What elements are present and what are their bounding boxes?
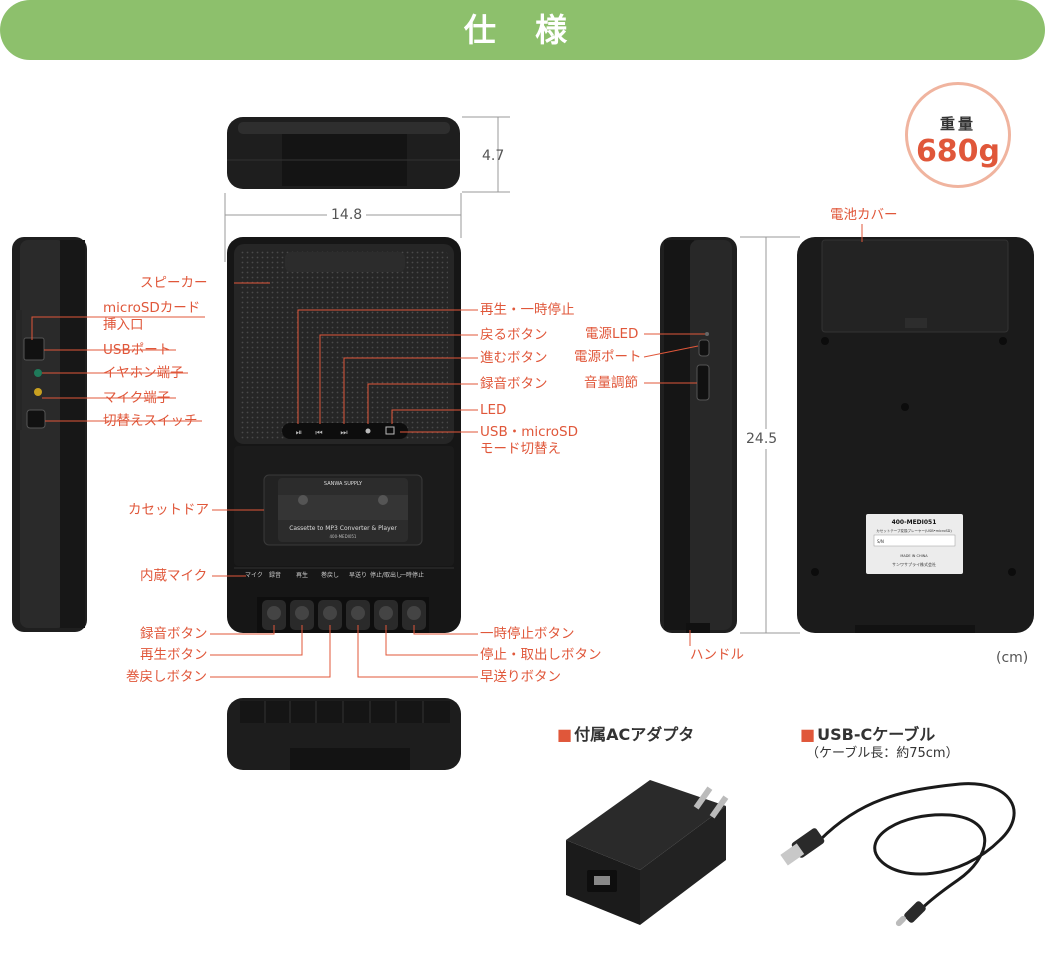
accessory-ac-adapter-text: 付属ACアダプタ [574, 725, 695, 744]
back-label-company: サンワサプライ株式会社 [892, 561, 936, 567]
label-built-in-mic: 内蔵マイク [140, 568, 208, 584]
page-title: 仕 様 [0, 0, 1045, 60]
device-left-side [12, 237, 87, 632]
square-bullet-icon: ■ [800, 725, 816, 744]
strip-stop: 停止/取出し [370, 571, 402, 579]
strip-play: 再生 [296, 571, 308, 579]
label-record-button-bottom: 録音ボタン [140, 626, 208, 642]
usb-c-cable-image [780, 782, 1016, 927]
label-volume: 音量調節 [584, 375, 638, 391]
strip-record: 録音 [269, 571, 281, 579]
label-pause-button: 一時停止ボタン [480, 626, 575, 642]
strip-pause: 一時停止 [400, 571, 424, 579]
back-label-made: MADE IN CHINA [900, 554, 928, 558]
back-label-model: 400-MEDI051 [892, 519, 937, 526]
label-battery-cover: 電池カバー [830, 207, 898, 223]
label-earphone-jack: イヤホン端子 [103, 365, 184, 381]
label-microsd-slot: microSDカード 挿入口 [103, 300, 201, 333]
weight-badge: 重量 680g [905, 82, 1011, 188]
label-mode-switch: USB・microSD モード切替え [480, 424, 579, 457]
device-back-view: 400-MEDI051 カセットテープ変換プレーヤー(USB•microSD) … [797, 237, 1034, 633]
label-play-pause: 再生・一時停止 [480, 302, 575, 318]
weight-label: 重量 [939, 115, 976, 133]
label-power-led: 電源LED [585, 326, 639, 342]
square-bullet-icon: ■ [557, 725, 573, 744]
strip-mic: マイク [245, 572, 263, 579]
cassette-name: Cassette to MP3 Converter & Player [289, 525, 397, 532]
label-rewind-button: 巻戻しボタン [126, 669, 207, 685]
cassette-brand: SANWA SUPPLY [324, 481, 363, 487]
strip-ff: 早送り [349, 571, 367, 579]
accessory-usb-cable-length: （ケーブル長：約75cm） [806, 746, 959, 761]
accessory-usb-cable-title: ■USB-Cケーブル [800, 721, 935, 745]
label-handle: ハンドル [690, 647, 744, 663]
label-fast-forward-button: 早送りボタン [480, 669, 561, 685]
label-stop-eject-button: 停止・取出しボタン [480, 647, 602, 663]
svg-text:⏭: ⏭ [340, 428, 347, 437]
back-label-sn: S/N [877, 539, 884, 544]
weight-value: 680g [915, 134, 1001, 169]
svg-text:⏯: ⏯ [296, 428, 302, 437]
label-usb-port: USBポート [103, 342, 172, 358]
dim-height: 4.7 [482, 148, 505, 164]
label-forward-button: 進むボタン [480, 350, 548, 366]
label-back-button: 戻るボタン [480, 327, 548, 343]
device-right-side [660, 237, 737, 633]
label-speaker: スピーカー [140, 275, 208, 291]
back-label-desc: カセットテープ変換プレーヤー(USB•microSD) [876, 528, 952, 533]
svg-text:⏮: ⏮ [315, 428, 322, 437]
device-bottom-view [227, 698, 461, 770]
accessory-ac-adapter-title: ■付属ACアダプタ [557, 721, 694, 745]
device-top-view [227, 117, 460, 189]
label-power-port: 電源ポート [574, 349, 642, 365]
label-record-button: 録音ボタン [480, 376, 548, 392]
ac-adapter-image [566, 780, 729, 925]
label-mic-jack: マイク端子 [103, 390, 171, 406]
strip-rewind: 巻戻し [321, 571, 339, 579]
leader-lines [31, 224, 863, 678]
dim-width: 14.8 [327, 207, 367, 223]
device-front-view: ⏯ ⏮ ⏭ SANWA SUPPLY Cassette to MP3 Conve… [227, 237, 461, 633]
label-led: LED [480, 402, 507, 418]
cassette-model: 400-MEDI051 [330, 534, 357, 539]
label-cassette-door: カセットドア [128, 502, 209, 518]
label-switch: 切替えスイッチ [103, 413, 198, 429]
label-play-button: 再生ボタン [140, 647, 208, 663]
accessory-usb-cable-text: USB-Cケーブル [817, 725, 936, 744]
dim-length: 24.5 [746, 429, 778, 449]
unit-label: (cm) [996, 650, 1029, 666]
